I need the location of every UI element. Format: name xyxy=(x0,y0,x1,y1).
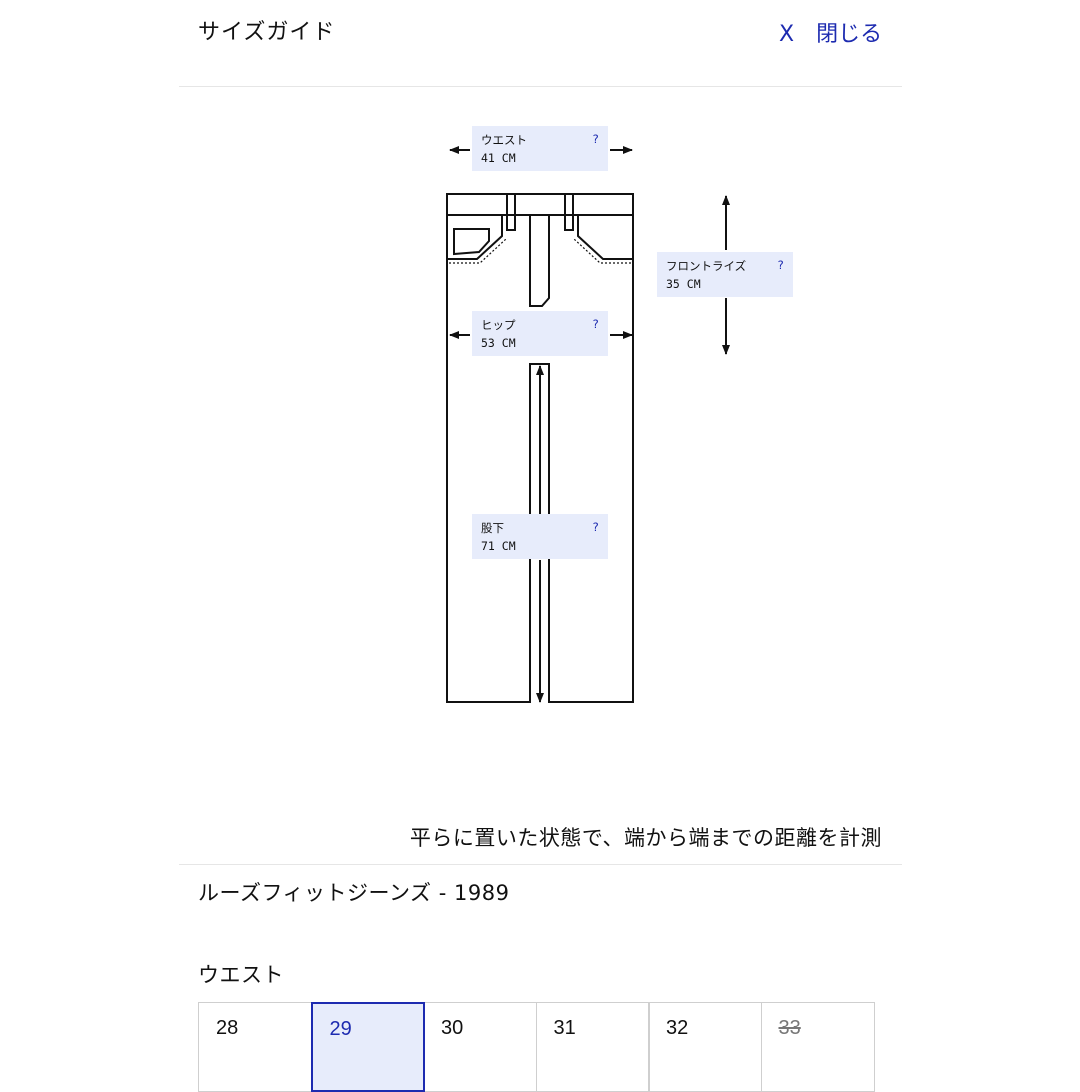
hip-value: 53 CM xyxy=(481,336,516,350)
size-option-unavailable[interactable]: 33 xyxy=(760,1002,875,1092)
inseam-measure-label: 股下 71 CM ? xyxy=(472,514,608,559)
front-rise-measure-label: フロントライズ 35 CM ? xyxy=(657,252,793,297)
size-option[interactable]: 32 xyxy=(648,1002,762,1092)
size-option[interactable]: 28 xyxy=(198,1002,312,1092)
close-button[interactable]: X 閉じる xyxy=(779,22,883,47)
waist-value: 41 CM xyxy=(481,151,516,165)
waist-label: ウエスト xyxy=(481,133,527,147)
size-option[interactable]: 30 xyxy=(423,1002,537,1092)
size-option[interactable]: 31 xyxy=(535,1002,650,1092)
size-section-title: ウエスト xyxy=(198,963,284,987)
measurement-note: 平らに置いた状態で、端から端までの距離を計測 xyxy=(409,826,882,850)
note-divider xyxy=(179,864,902,865)
front-rise-help-button[interactable]: ? xyxy=(777,258,784,272)
jeans-outline-icon xyxy=(446,193,634,703)
size-selector: 28 29 30 31 32 33 xyxy=(198,1002,875,1092)
front-rise-value: 35 CM xyxy=(666,277,701,291)
hip-label: ヒップ xyxy=(481,318,516,332)
inseam-label: 股下 xyxy=(481,521,504,535)
hip-measure-label: ヒップ 53 CM ? xyxy=(472,311,608,356)
header-divider xyxy=(179,86,902,87)
hip-help-button[interactable]: ? xyxy=(592,317,599,331)
waist-measure-label: ウエスト 41 CM ? xyxy=(472,126,608,171)
waist-help-button[interactable]: ? xyxy=(592,132,599,146)
size-option-selected[interactable]: 29 xyxy=(310,1002,425,1092)
product-name: ルーズフィットジーンズ - 1989 xyxy=(198,881,510,905)
inseam-help-button[interactable]: ? xyxy=(592,520,599,534)
jeans-diagram xyxy=(446,146,730,703)
inseam-value: 71 CM xyxy=(481,539,516,553)
front-rise-label: フロントライズ xyxy=(666,259,747,273)
page-title: サイズガイド xyxy=(198,20,336,45)
